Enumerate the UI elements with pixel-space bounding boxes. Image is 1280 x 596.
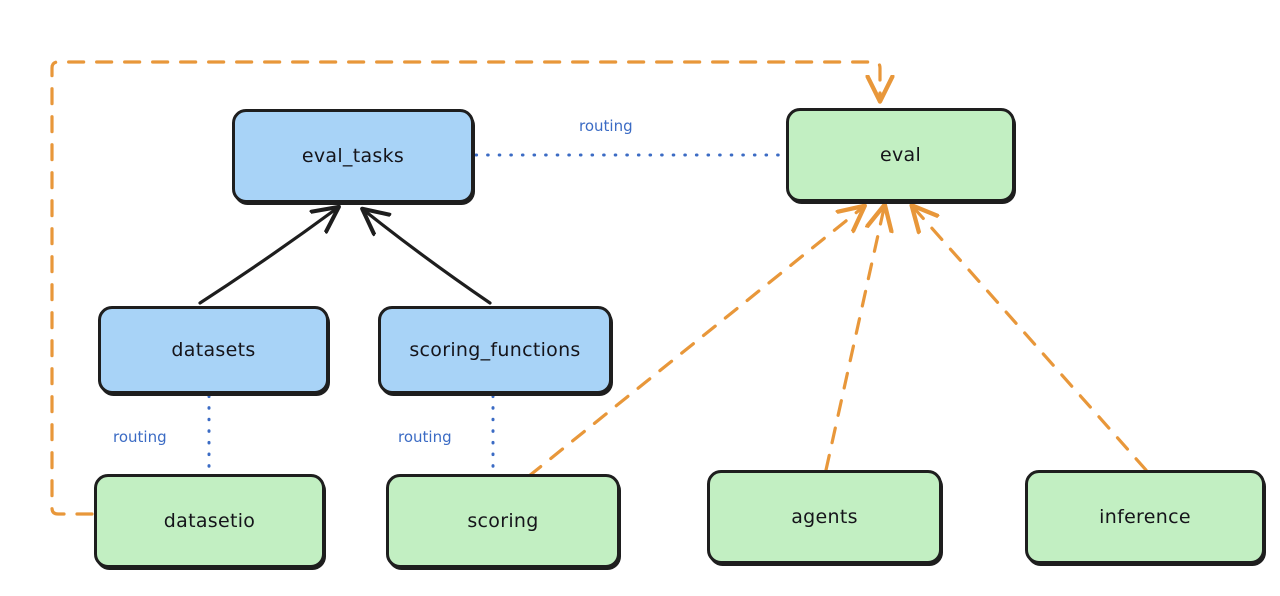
node-agents[interactable]: agents bbox=[707, 470, 942, 564]
edge-label-routing-scoring_functions-scoring: routing bbox=[398, 428, 452, 446]
node-datasetio[interactable]: datasetio bbox=[94, 474, 325, 568]
node-label: datasets bbox=[171, 339, 256, 361]
node-eval_tasks[interactable]: eval_tasks bbox=[232, 109, 474, 203]
node-label: scoring bbox=[467, 510, 539, 532]
node-scoring_functions[interactable]: scoring_functions bbox=[378, 306, 612, 394]
node-label: agents bbox=[791, 506, 858, 528]
node-label: datasetio bbox=[163, 510, 256, 532]
edge-label-routing-eval_tasks-eval: routing bbox=[579, 117, 633, 135]
edge-agents-to-eval bbox=[824, 208, 884, 472]
edge-scoring-to-eval bbox=[527, 208, 862, 478]
edge-datasetio-to-eval bbox=[50, 60, 880, 516]
node-label: eval bbox=[879, 144, 922, 166]
node-label: inference bbox=[1099, 506, 1191, 528]
edge-label-routing-datasets-datasetio: routing bbox=[113, 428, 167, 446]
node-scoring[interactable]: scoring bbox=[386, 474, 620, 568]
node-label: eval_tasks bbox=[301, 145, 405, 167]
node-inference[interactable]: inference bbox=[1025, 470, 1265, 564]
edge-inference-to-eval bbox=[914, 208, 1148, 472]
node-datasets[interactable]: datasets bbox=[98, 306, 329, 394]
node-label: scoring_functions bbox=[409, 339, 581, 361]
edge-datasets-to-eval_tasks bbox=[198, 209, 336, 305]
edge-scoring_functions-to-eval_tasks bbox=[365, 211, 492, 305]
node-eval[interactable]: eval bbox=[786, 108, 1015, 202]
